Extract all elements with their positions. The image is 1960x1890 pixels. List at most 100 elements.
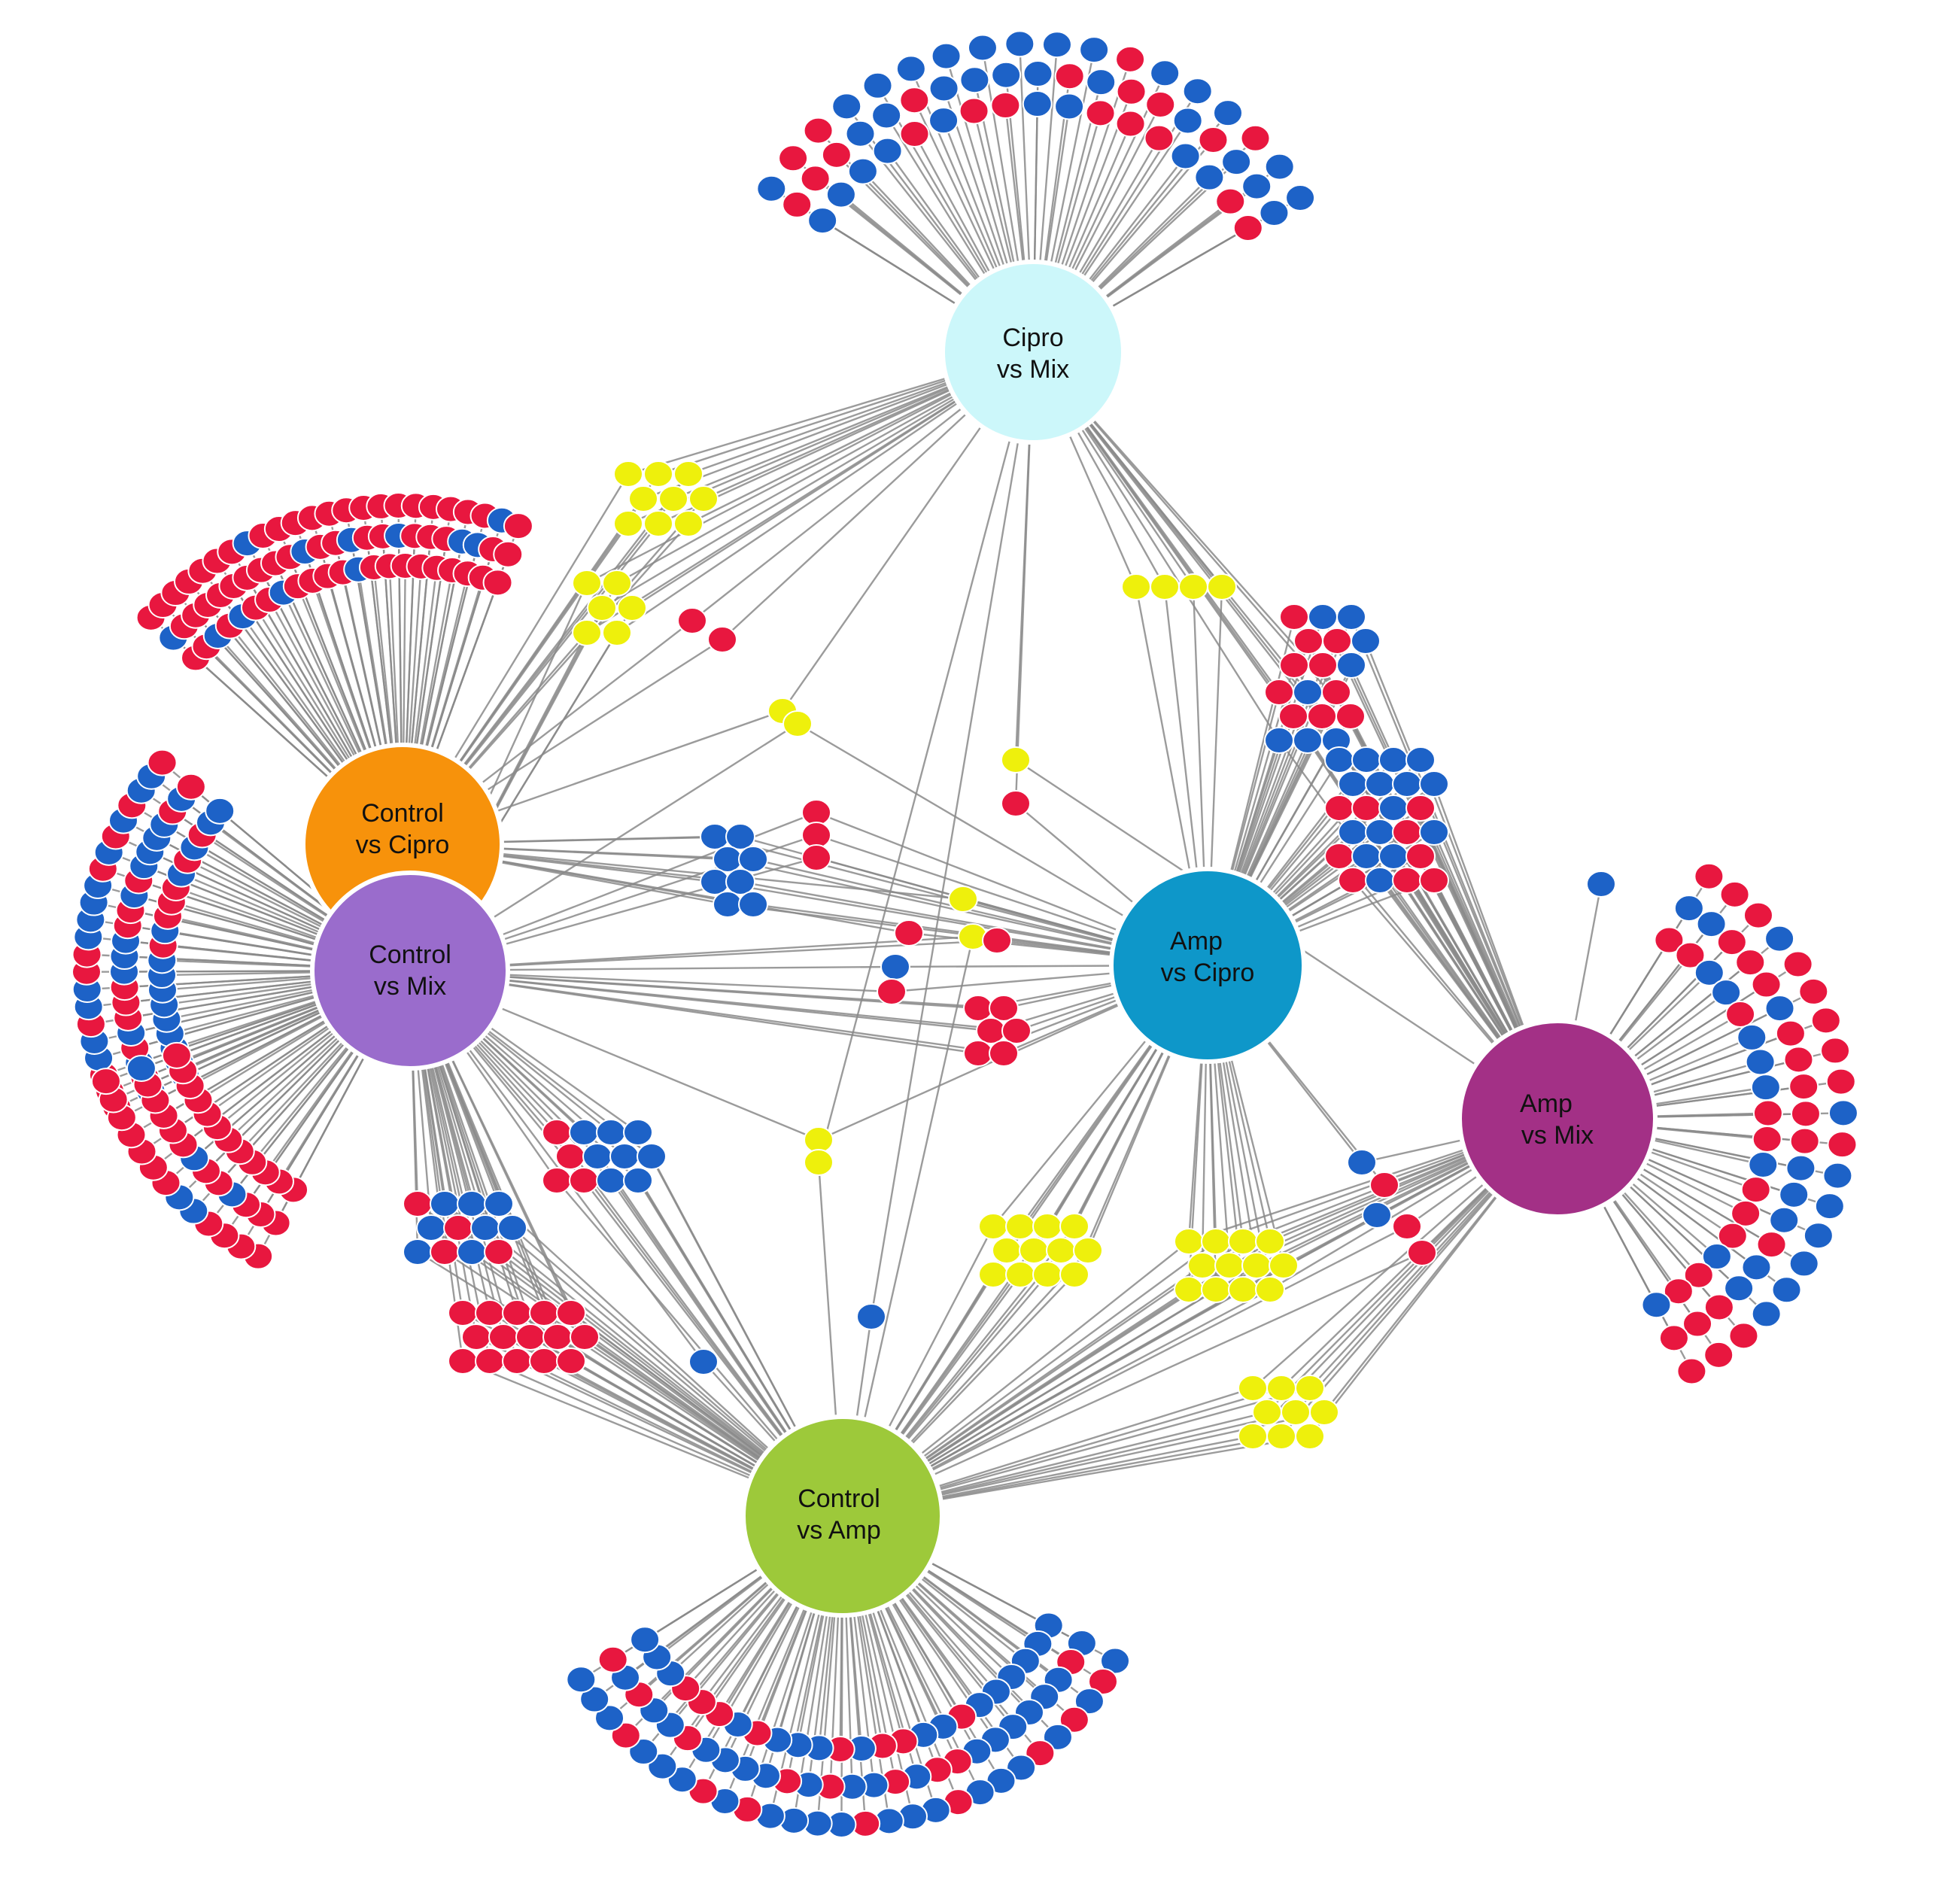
red-leaf-node[interactable] bbox=[707, 626, 737, 653]
blue-leaf-node[interactable] bbox=[991, 61, 1022, 89]
red-leaf-node[interactable] bbox=[430, 1238, 460, 1266]
blue-leaf-node[interactable] bbox=[1213, 99, 1244, 127]
blue-leaf-node[interactable] bbox=[1293, 727, 1323, 754]
red-leaf-node[interactable] bbox=[569, 1167, 599, 1194]
blue-leaf-node[interactable] bbox=[1362, 1202, 1392, 1229]
red-leaf-node[interactable] bbox=[1264, 679, 1294, 706]
red-leaf-node[interactable] bbox=[1676, 1357, 1707, 1385]
blue-leaf-node[interactable] bbox=[579, 1685, 610, 1713]
red-leaf-node[interactable] bbox=[1324, 795, 1354, 822]
red-leaf-node[interactable] bbox=[899, 120, 930, 147]
yellow-shared-node[interactable] bbox=[1059, 1213, 1089, 1240]
red-leaf-node[interactable] bbox=[1728, 1322, 1759, 1350]
red-leaf-node[interactable] bbox=[1654, 926, 1685, 954]
yellow-shared-node[interactable] bbox=[643, 510, 673, 537]
red-leaf-node[interactable] bbox=[1703, 1293, 1734, 1321]
yellow-shared-node[interactable] bbox=[1005, 1261, 1035, 1288]
blue-leaf-node[interactable] bbox=[1351, 843, 1381, 870]
blue-leaf-node[interactable] bbox=[1392, 770, 1422, 798]
red-leaf-node[interactable] bbox=[1716, 928, 1747, 956]
red-leaf-node[interactable] bbox=[1743, 901, 1773, 929]
yellow-shared-node[interactable] bbox=[658, 485, 688, 512]
blue-leaf-node[interactable] bbox=[1086, 68, 1117, 96]
yellow-shared-node[interactable] bbox=[1005, 1213, 1035, 1240]
yellow-shared-node[interactable] bbox=[1241, 1252, 1272, 1279]
blue-leaf-node[interactable] bbox=[1293, 679, 1323, 706]
yellow-shared-node[interactable] bbox=[1295, 1375, 1325, 1402]
blue-leaf-node[interactable] bbox=[700, 823, 730, 850]
blue-leaf-node[interactable] bbox=[1221, 148, 1252, 176]
blue-leaf-node[interactable] bbox=[1074, 1688, 1105, 1715]
red-leaf-node[interactable] bbox=[493, 540, 524, 568]
blue-leaf-node[interactable] bbox=[457, 1190, 487, 1217]
red-leaf-node[interactable] bbox=[1751, 971, 1782, 998]
yellow-shared-node[interactable] bbox=[602, 570, 632, 597]
blue-leaf-node[interactable] bbox=[1724, 1275, 1755, 1302]
yellow-shared-node[interactable] bbox=[628, 485, 658, 512]
blue-leaf-node[interactable] bbox=[1308, 603, 1338, 631]
red-leaf-node[interactable] bbox=[801, 822, 831, 849]
blue-leaf-node[interactable] bbox=[1172, 107, 1203, 135]
red-leaf-node[interactable] bbox=[1279, 603, 1309, 631]
blue-leaf-node[interactable] bbox=[847, 157, 878, 185]
blue-leaf-node[interactable] bbox=[1779, 1180, 1810, 1208]
blue-leaf-node[interactable] bbox=[1641, 1291, 1672, 1319]
blue-leaf-node[interactable] bbox=[1365, 770, 1395, 798]
blue-leaf-node[interactable] bbox=[1042, 1723, 1073, 1751]
hub-amp-vs-mix[interactable]: Amp vs Mix bbox=[1457, 1019, 1658, 1219]
blue-leaf-node[interactable] bbox=[1336, 603, 1366, 631]
red-leaf-node[interactable] bbox=[1789, 1127, 1820, 1155]
yellow-shared-node[interactable] bbox=[1238, 1375, 1268, 1402]
red-leaf-node[interactable] bbox=[448, 1348, 478, 1375]
blue-leaf-node[interactable] bbox=[1751, 1300, 1782, 1328]
blue-leaf-node[interactable] bbox=[1079, 36, 1110, 64]
blue-leaf-node[interactable] bbox=[1365, 867, 1395, 894]
blue-leaf-node[interactable] bbox=[845, 120, 876, 147]
blue-leaf-node[interactable] bbox=[205, 797, 236, 825]
red-leaf-node[interactable] bbox=[963, 1040, 993, 1067]
blue-leaf-node[interactable] bbox=[1419, 770, 1449, 798]
yellow-shared-node[interactable] bbox=[804, 1149, 834, 1176]
yellow-shared-node[interactable] bbox=[1201, 1228, 1231, 1255]
red-leaf-node[interactable] bbox=[1001, 790, 1031, 817]
red-leaf-node[interactable] bbox=[597, 1645, 628, 1673]
blue-leaf-node[interactable] bbox=[713, 891, 743, 918]
red-leaf-node[interactable] bbox=[147, 749, 178, 776]
red-leaf-node[interactable] bbox=[1825, 1068, 1856, 1095]
yellow-shared-node[interactable] bbox=[673, 510, 703, 537]
blue-leaf-node[interactable] bbox=[623, 1119, 653, 1146]
red-leaf-node[interactable] bbox=[529, 1299, 559, 1326]
blue-leaf-node[interactable] bbox=[1785, 1154, 1816, 1182]
red-leaf-node[interactable] bbox=[963, 995, 993, 1022]
blue-leaf-node[interactable] bbox=[931, 42, 962, 70]
blue-leaf-node[interactable] bbox=[457, 1238, 487, 1266]
yellow-shared-node[interactable] bbox=[1121, 573, 1151, 600]
red-leaf-node[interactable] bbox=[1820, 1037, 1851, 1065]
red-leaf-node[interactable] bbox=[1215, 187, 1246, 215]
blue-leaf-node[interactable] bbox=[1041, 31, 1072, 59]
red-leaf-node[interactable] bbox=[556, 1299, 586, 1326]
yellow-shared-node[interactable] bbox=[1174, 1276, 1204, 1303]
blue-leaf-node[interactable] bbox=[725, 868, 755, 895]
red-leaf-node[interactable] bbox=[1694, 862, 1724, 890]
red-leaf-node[interactable] bbox=[1783, 1046, 1814, 1074]
blue-leaf-node[interactable] bbox=[825, 181, 856, 208]
blue-leaf-node[interactable] bbox=[959, 66, 990, 94]
hub-control-vs-amp[interactable]: Control vs Amp bbox=[741, 1414, 944, 1618]
yellow-shared-node[interactable] bbox=[1032, 1213, 1062, 1240]
red-leaf-node[interactable] bbox=[1407, 1239, 1437, 1266]
yellow-shared-node[interactable] bbox=[643, 460, 673, 488]
blue-leaf-node[interactable] bbox=[1054, 93, 1085, 120]
blue-leaf-node[interactable] bbox=[928, 107, 959, 135]
yellow-shared-node[interactable] bbox=[587, 594, 617, 621]
blue-leaf-node[interactable] bbox=[1324, 746, 1354, 773]
blue-leaf-node[interactable] bbox=[1194, 163, 1225, 191]
red-leaf-node[interactable] bbox=[482, 569, 513, 597]
yellow-shared-node[interactable] bbox=[1269, 1252, 1299, 1279]
yellow-shared-node[interactable] bbox=[804, 1126, 834, 1153]
red-leaf-node[interactable] bbox=[1392, 1213, 1422, 1240]
blue-leaf-node[interactable] bbox=[1764, 925, 1795, 953]
hub-cipro-vs-mix[interactable]: Cipro vs Mix bbox=[940, 260, 1126, 445]
red-leaf-node[interactable] bbox=[982, 927, 1012, 954]
red-leaf-node[interactable] bbox=[502, 1299, 532, 1326]
